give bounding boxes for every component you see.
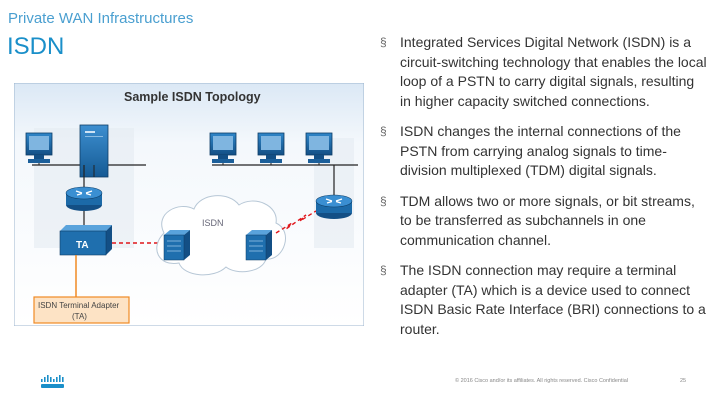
slide-title: ISDN [7, 33, 65, 60]
bullet-text: Integrated Services Digital Network (ISD… [400, 34, 707, 109]
figure-title: Sample ISDN Topology [124, 90, 261, 104]
bullet-list: § Integrated Services Digital Network (IS… [378, 33, 708, 350]
ta-callout-box [33, 296, 130, 324]
terminal-adapter-icon [59, 225, 112, 256]
computer-icon [257, 132, 285, 163]
callout-line-2: (TA) [72, 312, 87, 321]
wan-link-right [275, 210, 317, 234]
bullet-marker: § [380, 35, 387, 49]
computer-icon [209, 132, 237, 163]
bullet-text: ISDN changes the internal connections of… [400, 123, 681, 178]
section-title: Private WAN Infrastructures [8, 10, 194, 27]
isdn-switch-icon [245, 230, 272, 261]
computer-icon [25, 132, 53, 163]
page-number: 25 [680, 378, 687, 384]
bullet-marker: § [380, 263, 387, 277]
cloud-label: ISDN [202, 218, 224, 228]
footer-copyright: © 2016 Cisco and/or its affiliates. All … [455, 378, 629, 384]
computer-icon [305, 132, 333, 163]
ta-label: TA [76, 240, 89, 251]
bullet-text: TDM allows two or more signals, or bit s… [400, 192, 695, 248]
bullet-item: § The ISDN connection may require a termi… [378, 261, 708, 339]
bullet-marker: § [380, 124, 387, 138]
isdn-topology-figure: Sample ISDN Topology TA ISDN [14, 83, 364, 326]
router-icon [65, 186, 103, 211]
bullet-item: § Integrated Services Digital Network (IS… [378, 33, 708, 111]
bullet-item: § TDM allows two or more signals, or bit … [378, 192, 708, 251]
bullet-marker: § [380, 193, 387, 208]
callout-line-1: ISDN Terminal Adapter [38, 301, 120, 310]
isdn-switch-icon [163, 230, 190, 261]
bullet-text: The ISDN connection may require a termin… [400, 262, 706, 337]
cisco-logo-icon [41, 375, 64, 388]
bullet-item: § ISDN changes the internal connections o… [378, 122, 708, 181]
router-icon [315, 194, 353, 219]
